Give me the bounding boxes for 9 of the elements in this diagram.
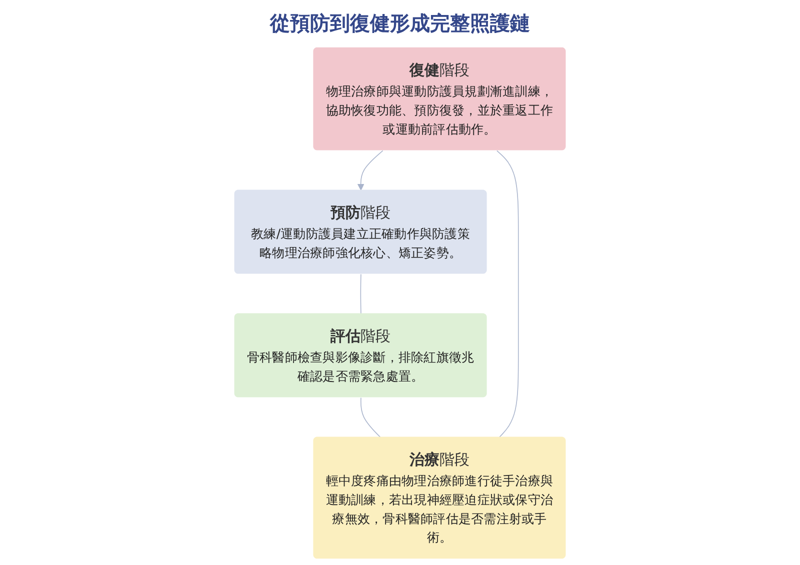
- connector: [360, 397, 381, 438]
- diagram-title: 從預防到復健形成完整照護鏈: [270, 10, 530, 37]
- connector: [360, 274, 362, 314]
- node-box: 預防階段 教練/運動防護員建立正確動作與防護策略物理治療師強化核心、矯正姿勢。: [234, 190, 487, 274]
- node-box: 評估階段 骨科醫師檢查與影像診斷，排除紅旗徵兆確認是否需緊急處置。: [234, 313, 487, 398]
- node-box: 復健階段 物理治療師與運動防護員規劃漸進訓練，協助恢復功能、預防復發，並於重返工作或運動前評估動作。: [313, 47, 566, 150]
- arrow: [357, 150, 384, 190]
- node-box: 治療階段 輕中度疼痛由物理治療師進行徒手治療與運動訓練，若出現神經壓迫症狀或保守治療無效，骨科醫師評估是否需注射或手術。: [313, 436, 566, 559]
- connector: [496, 150, 519, 438]
